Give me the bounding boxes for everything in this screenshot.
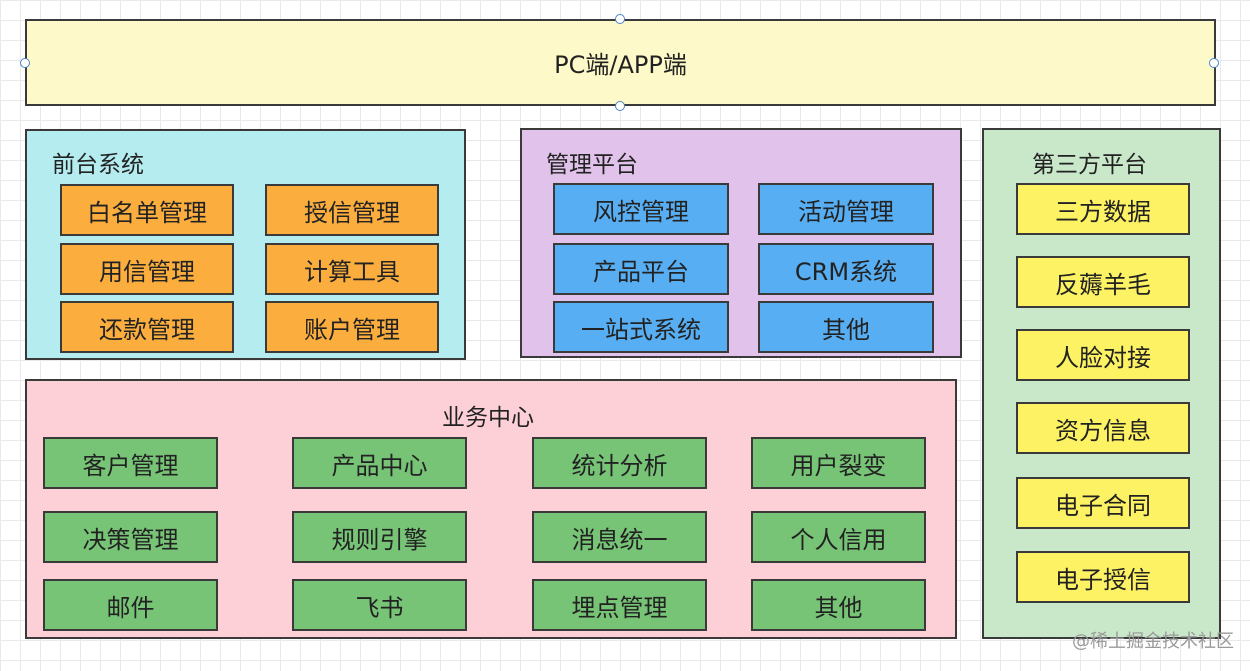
mgmt-item[interactable]: 活动管理 [758,183,934,235]
third-item[interactable]: 电子合同 [1016,477,1190,529]
selection-handle-bottom[interactable] [615,101,625,111]
business-center-title: 业务中心 [442,405,534,431]
front-item[interactable]: 账户管理 [265,301,439,353]
biz-item[interactable]: 客户管理 [43,437,218,489]
third-item[interactable]: 反薅羊毛 [1016,256,1190,308]
third-item[interactable]: 三方数据 [1016,183,1190,235]
watermark-text: @稀土掘金技术社区 [1072,631,1234,652]
selection-handle-right[interactable] [1209,58,1219,68]
mgmt-item[interactable]: 一站式系统 [553,301,729,353]
third-party-title: 第三方平台 [1032,152,1147,178]
management-platform-title: 管理平台 [546,152,638,178]
third-item[interactable]: 人脸对接 [1016,329,1190,381]
mgmt-item[interactable]: CRM系统 [758,243,934,295]
third-item[interactable]: 电子授信 [1016,551,1190,603]
biz-item[interactable]: 产品中心 [292,437,467,489]
biz-item[interactable]: 埋点管理 [532,579,707,631]
front-item[interactable]: 计算工具 [265,243,439,295]
biz-item[interactable]: 消息统一 [532,511,707,563]
front-item[interactable]: 授信管理 [265,184,439,236]
mgmt-item[interactable]: 产品平台 [553,243,729,295]
biz-item[interactable]: 统计分析 [532,437,707,489]
biz-item[interactable]: 决策管理 [43,511,218,563]
front-item[interactable]: 还款管理 [60,301,234,353]
third-item[interactable]: 资方信息 [1016,402,1190,454]
mgmt-item[interactable]: 风控管理 [553,183,729,235]
biz-item[interactable]: 规则引擎 [292,511,467,563]
mgmt-item[interactable]: 其他 [758,301,934,353]
biz-item[interactable]: 用户裂变 [751,437,926,489]
selection-handle-top[interactable] [615,14,625,24]
biz-item[interactable]: 邮件 [43,579,218,631]
front-system-title: 前台系统 [52,152,144,178]
biz-item[interactable]: 个人信用 [751,511,926,563]
client-layer-box[interactable]: PC端/APP端 [25,19,1216,106]
client-layer-label: PC端/APP端 [554,51,687,79]
selection-handle-left[interactable] [20,58,30,68]
biz-item[interactable]: 飞书 [292,579,467,631]
front-item[interactable]: 白名单管理 [60,184,234,236]
biz-item[interactable]: 其他 [751,579,926,631]
front-item[interactable]: 用信管理 [60,243,234,295]
